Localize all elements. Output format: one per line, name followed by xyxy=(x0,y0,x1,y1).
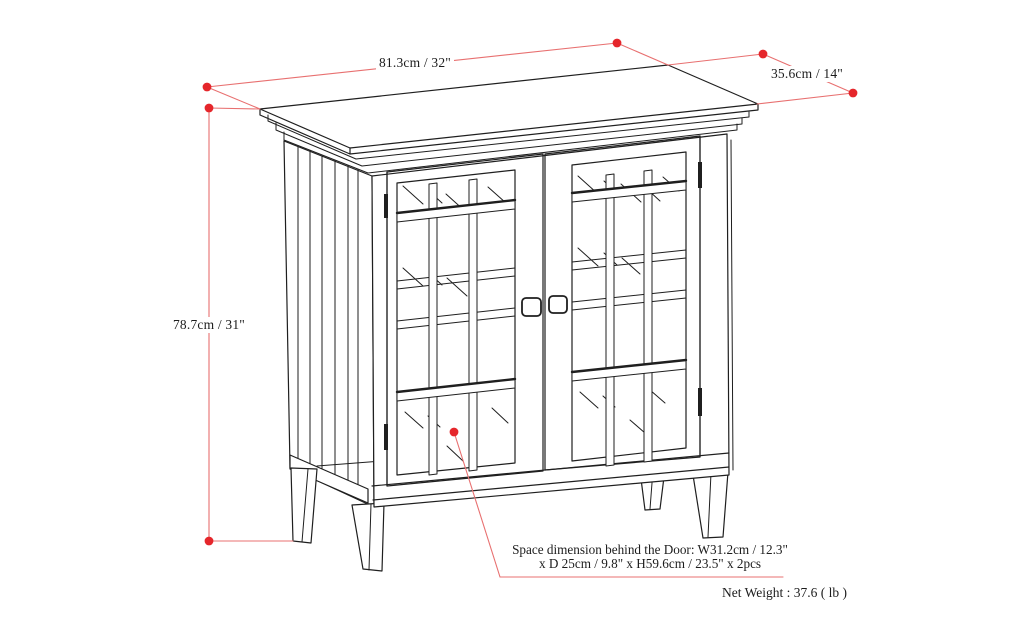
door-hinges xyxy=(384,162,702,450)
right-glass-door xyxy=(544,135,701,471)
height-dimension-label: 78.7cm / 31" xyxy=(169,317,249,333)
width-dimension-label: 81.3cm / 32" xyxy=(375,55,455,71)
depth-dot-left xyxy=(758,49,768,59)
door-space-dot xyxy=(449,427,459,437)
door-space-note-line1: Space dimension behind the Door: W31.2cm… xyxy=(512,542,788,557)
net-weight-label: Net Weight : 37.6 ( lb ) xyxy=(722,585,848,600)
height-dot-top xyxy=(204,103,214,113)
cabinet-line-art xyxy=(259,64,759,572)
left-door-handle xyxy=(521,297,542,317)
width-dot-left xyxy=(202,82,212,92)
left-glass-door xyxy=(386,153,544,487)
right-door-handle xyxy=(548,295,568,314)
depth-dot-right xyxy=(848,88,858,98)
door-space-note: Space dimension behind the Door: W31.2cm… xyxy=(512,543,788,570)
cabinet-legs xyxy=(290,440,729,572)
depth-dimension-label: 35.6cm / 14" xyxy=(767,66,847,82)
height-dot-bottom xyxy=(204,536,214,546)
left-side-panel xyxy=(283,140,375,508)
door-space-leader-line xyxy=(453,431,784,578)
width-dot-right xyxy=(612,38,622,48)
dimension-dots xyxy=(202,38,858,546)
door-space-note-line2: x D 25cm / 9.8" x H59.6cm / 23.5" x 2pcs xyxy=(538,555,762,571)
